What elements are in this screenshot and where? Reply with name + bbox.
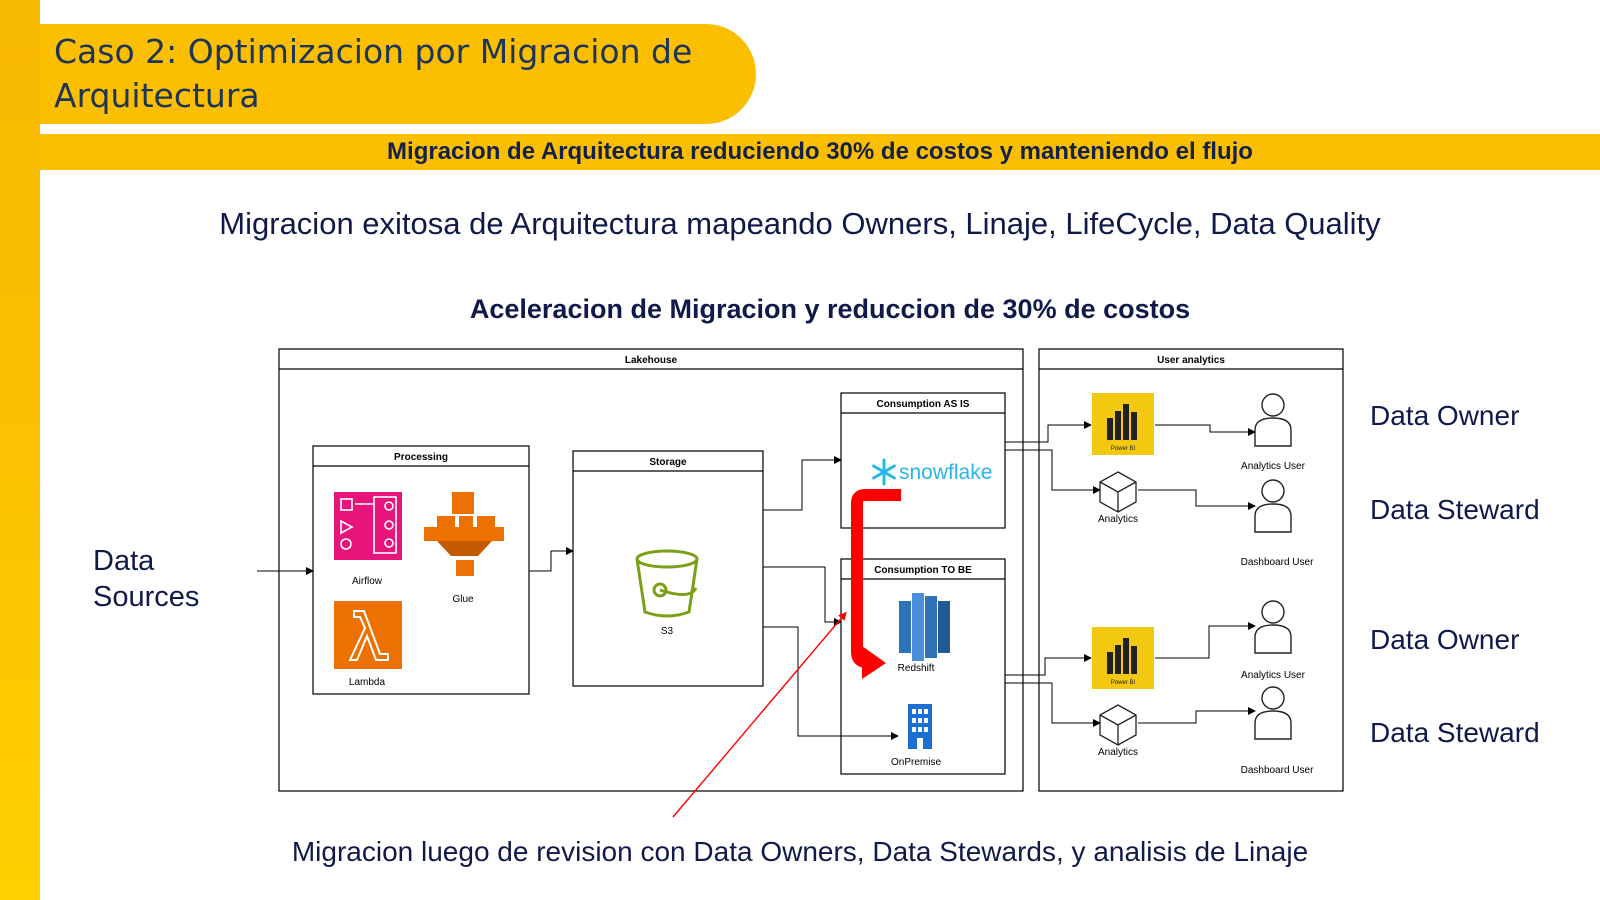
footer-caption: Migracion luego de revision con Data Own… [291, 836, 1309, 867]
analytics-user-label: Analytics User [1241, 670, 1306, 681]
glue-label: Glue [452, 594, 474, 605]
user-icon [1254, 600, 1292, 654]
user-analytics-container: User analytics [1038, 348, 1344, 792]
consumption-to-be-label: Consumption TO BE [874, 565, 972, 576]
redshift-icon [899, 593, 950, 661]
lakehouse-label: Lakehouse [625, 355, 678, 366]
consumption-to-be-box: Consumption TO BE [840, 558, 1006, 775]
snowflake-wordmark: snowflake [899, 461, 992, 484]
lambda-icon [334, 601, 402, 669]
storage-label: Storage [649, 457, 687, 468]
annotation-pointer-line [672, 611, 847, 818]
role-data-steward-2: Data Steward [1370, 717, 1540, 748]
redshift-label: Redshift [898, 663, 935, 674]
s3-icon [635, 549, 699, 618]
user-icon [1254, 686, 1292, 740]
snowflake-icon [872, 458, 896, 486]
analytics-cube-icon [1099, 471, 1137, 513]
consumption-as-is-label: Consumption AS IS [877, 399, 970, 410]
building-icon [908, 704, 932, 749]
lakehouse-container: Lakehouse [278, 348, 1024, 792]
title-banner [40, 24, 756, 124]
analytics-cube-icon [1099, 704, 1137, 746]
intro-text: Migracion exitosa de Arquitectura mapean… [219, 206, 1381, 241]
airflow-icon [334, 492, 402, 560]
user-icon [1254, 393, 1292, 447]
power-bi-icon: Power BI [1092, 393, 1154, 455]
migration-arrow [851, 489, 901, 679]
analytics-label: Analytics [1098, 747, 1138, 758]
analytics-label: Analytics [1098, 514, 1138, 525]
dashboard-user-label: Dashboard User [1241, 557, 1314, 568]
dashboard-user-label: Dashboard User [1241, 765, 1314, 776]
processing-label: Processing [394, 452, 448, 463]
role-data-owner-2: Data Owner [1370, 624, 1520, 655]
subtitle-banner [40, 134, 1600, 170]
power-bi-label: Power BI [1111, 680, 1136, 686]
slide-subtitle: Migracion de Arquitectura reduciendo 30%… [387, 138, 1253, 165]
data-sources-label: Data Sources [93, 545, 200, 613]
glue-icon [424, 492, 504, 576]
left-accent-stripe [0, 0, 40, 900]
flow-connectors [257, 421, 1256, 740]
airflow-label: Airflow [352, 576, 383, 587]
s3-label: S3 [661, 626, 674, 637]
slide-title: Caso 2: Optimizacion por Migracion de Ar… [54, 32, 693, 115]
lambda-label: Lambda [349, 677, 386, 688]
user-analytics-label: User analytics [1157, 355, 1225, 366]
onpremise-label: OnPremise [891, 757, 941, 768]
storage-box: Storage [572, 450, 764, 687]
role-data-steward-1: Data Steward [1370, 494, 1540, 525]
power-bi-icon: Power BI [1092, 627, 1154, 689]
analytics-user-label: Analytics User [1241, 461, 1306, 472]
role-data-owner-1: Data Owner [1370, 400, 1520, 431]
power-bi-label: Power BI [1111, 446, 1136, 452]
user-icon [1254, 479, 1292, 533]
diagram-title: Aceleracion de Migracion y reduccion de … [469, 294, 1191, 324]
